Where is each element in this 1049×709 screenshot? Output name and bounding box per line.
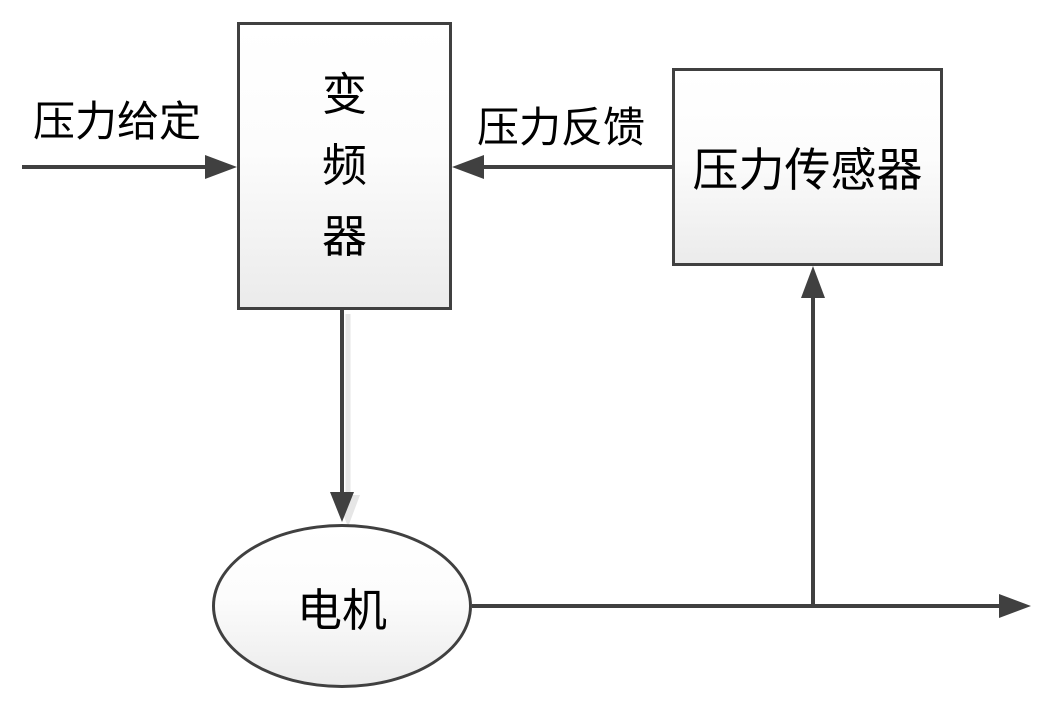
inverter-label-char: 频 <box>321 140 367 191</box>
motor-output-arrow <box>472 594 1031 618</box>
feedback-arrow <box>452 155 672 179</box>
motor-ellipse: 电机 <box>212 524 472 688</box>
feedback-edge-label: 压力反馈 <box>477 106 646 152</box>
inverter-label-char: 变 <box>321 69 367 120</box>
branch-to-sensor-arrow <box>801 266 825 606</box>
inverter-box: 变 频 器 <box>237 22 452 310</box>
pressure-sensor-label: 压力传感器 <box>692 145 923 196</box>
pressure-sensor-box: 压力传感器 <box>672 68 943 266</box>
inverter-to-motor-arrow <box>330 310 354 522</box>
setpoint-edge-label: 压力给定 <box>33 100 202 146</box>
inverter-label-char: 器 <box>321 211 367 262</box>
motor-label: 电机 <box>296 585 387 636</box>
setpoint-arrow <box>22 155 237 179</box>
